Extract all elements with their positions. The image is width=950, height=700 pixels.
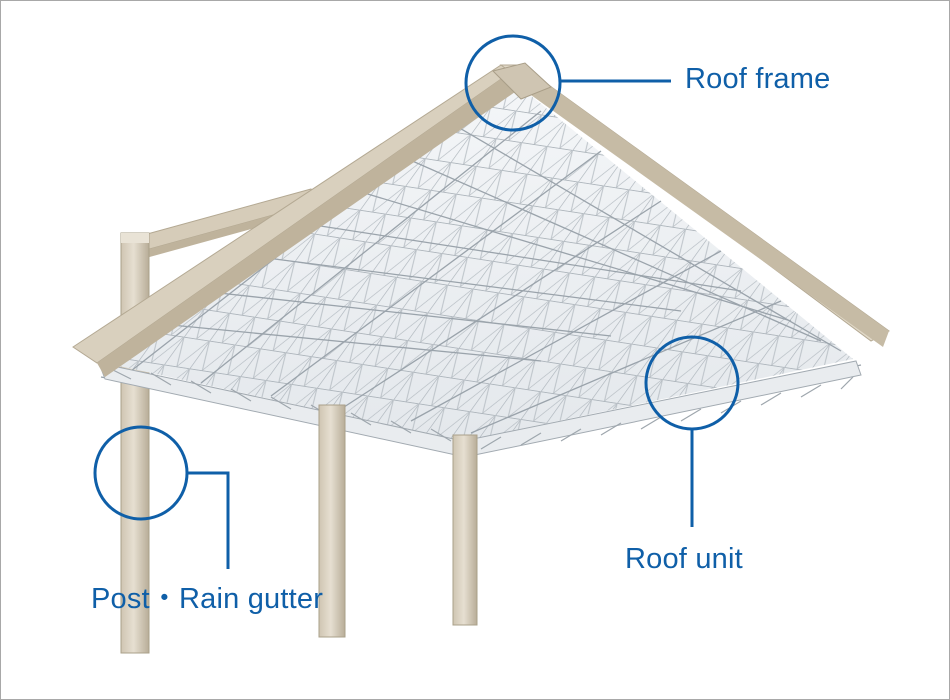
callout-roof-frame <box>464 34 671 132</box>
label-roof-frame: Roof frame <box>685 63 831 95</box>
callout-circle-icon <box>464 34 562 132</box>
label-roof-unit: Roof unit <box>625 543 743 575</box>
leader-line-post <box>186 471 230 569</box>
post-front-right <box>452 434 478 626</box>
roof-frame-rails <box>72 62 890 377</box>
callout-post <box>93 425 230 569</box>
post-front-left <box>318 404 346 638</box>
label-post-rain-gutter: Post・Rain gutter <box>91 583 324 615</box>
callout-roof-unit <box>644 335 740 527</box>
